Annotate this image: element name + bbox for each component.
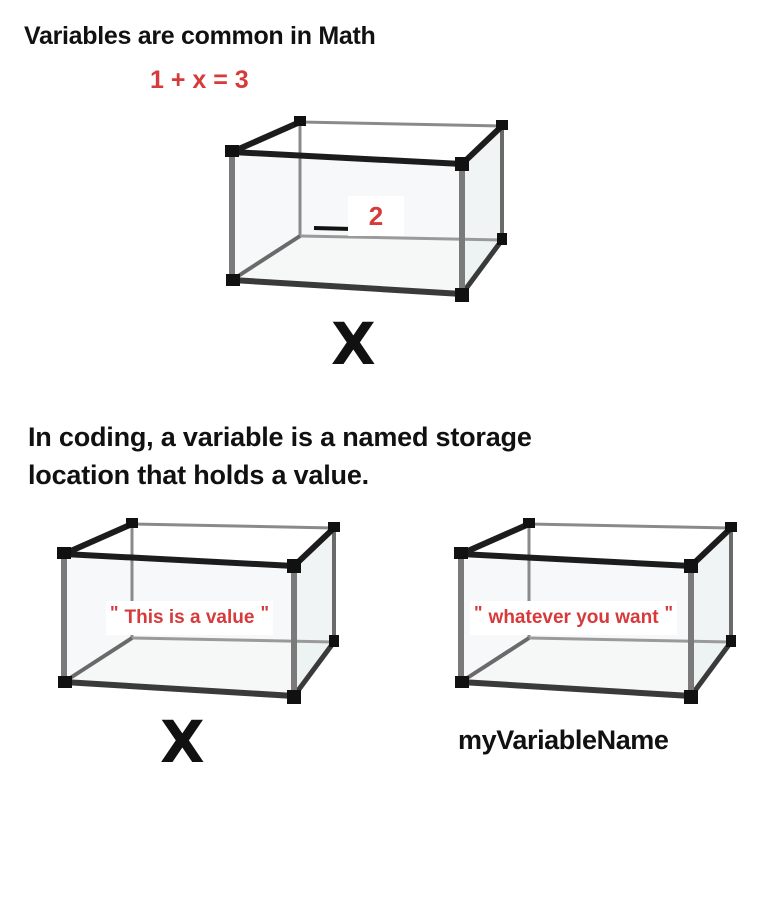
close-quote: ": [260, 602, 269, 623]
open-quote: ": [474, 602, 483, 623]
code-glass-box-1: [57, 518, 340, 704]
math-box-value: 2: [348, 196, 404, 236]
open-quote: ": [110, 602, 119, 623]
equation: 1 + x = 3: [150, 66, 249, 94]
value-text: whatever you want: [488, 607, 659, 628]
value-text: This is a value: [124, 607, 255, 628]
definition-text: In coding, a variable is a named storage…: [28, 422, 532, 490]
math-glass-box: [225, 116, 508, 302]
code-variable-name-2: myVariableName: [458, 725, 669, 755]
close-quote: ": [664, 602, 674, 623]
math-variable-name: X: [331, 310, 376, 378]
code-variable-name-1: X: [160, 708, 205, 776]
code-box-2-value: " whatever you want ": [470, 601, 678, 635]
heading: Variables are common in Math: [24, 22, 376, 50]
code-box-1-value: " This is a value ": [106, 601, 273, 635]
